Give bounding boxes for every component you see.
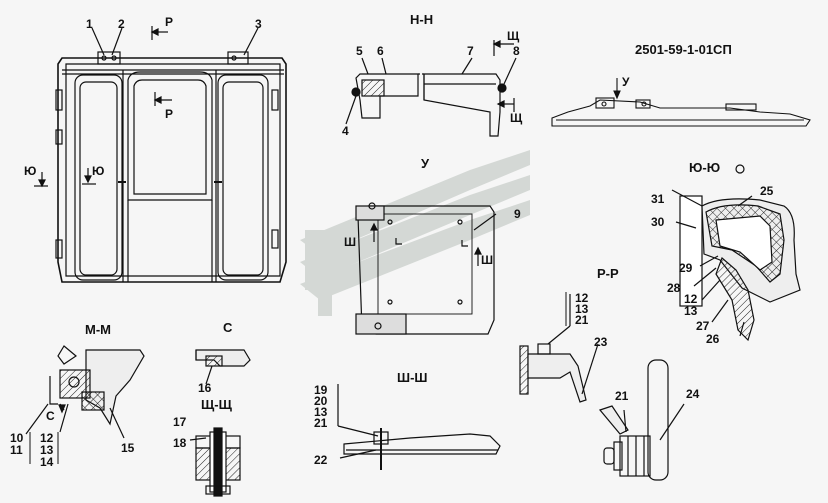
marker-shch-bottom: Щ xyxy=(510,111,523,125)
callout-3: 3 xyxy=(255,17,262,31)
title-section-c: С xyxy=(223,320,233,335)
marker-yu-left: Ю xyxy=(24,164,37,178)
callout-rulers xyxy=(29,292,567,464)
callout-8: 8 xyxy=(513,44,520,58)
callout-25: 25 xyxy=(760,184,774,198)
callout-30: 30 xyxy=(651,215,665,229)
callout-10: 10 xyxy=(10,431,24,445)
callout-31: 31 xyxy=(651,192,665,206)
door-frame-view xyxy=(34,26,287,283)
callout-s-13: 13 xyxy=(314,405,328,419)
strip-view-drawing xyxy=(551,78,811,127)
title-section-yuyu: Ю-Ю xyxy=(689,160,721,175)
section-rr-drawing xyxy=(519,294,599,403)
callout-y-12: 12 xyxy=(684,292,698,306)
callout-6: 6 xyxy=(377,44,384,58)
marker-u-arrow: У xyxy=(622,75,630,89)
title-section-shsh: Ш-Ш xyxy=(397,370,428,385)
marker-yu-mid: Ю xyxy=(92,164,105,178)
marker-shch-top: Щ xyxy=(507,29,520,43)
callout-s-21: 21 xyxy=(314,416,328,430)
section-c-drawing xyxy=(195,349,251,385)
title-section-hh: Н-Н xyxy=(410,12,434,27)
callout-s-19: 19 xyxy=(314,383,328,397)
section-shsh-drawing xyxy=(337,384,501,470)
section-mm-drawing xyxy=(25,345,145,439)
callout-24: 24 xyxy=(686,387,700,401)
callout-15: 15 xyxy=(121,441,135,455)
callout-2: 2 xyxy=(118,17,125,31)
title-section-mm: М-М xyxy=(85,322,111,337)
callout-18: 18 xyxy=(173,436,187,450)
watermark-logo xyxy=(300,150,530,316)
callout-mm-13: 13 xyxy=(40,443,54,457)
marker-p-mid: Р xyxy=(165,107,174,121)
callout-1: 1 xyxy=(86,17,93,31)
section-yuyu-drawing xyxy=(671,164,801,342)
callout-9: 9 xyxy=(514,207,521,221)
callout-r-12: 12 xyxy=(575,291,589,305)
callout-22: 22 xyxy=(314,453,328,467)
callout-4: 4 xyxy=(342,124,349,138)
title-section-shch: Щ-Щ xyxy=(201,397,232,412)
callout-23: 23 xyxy=(594,335,608,349)
callout-r-13: 13 xyxy=(575,302,589,316)
callout-11: 11 xyxy=(10,443,23,457)
callout-b-21: 21 xyxy=(615,389,629,403)
callout-r-21: 21 xyxy=(575,313,589,327)
callout-s-20: 20 xyxy=(314,394,328,408)
title-view-u: У xyxy=(421,156,430,171)
callout-17: 17 xyxy=(173,415,187,429)
marker-sh-right: Ш xyxy=(481,253,494,267)
marker-c: С xyxy=(46,409,55,423)
callout-5: 5 xyxy=(356,44,363,58)
marker-p-top: Р xyxy=(165,15,174,29)
callout-27: 27 xyxy=(696,319,710,333)
callout-7: 7 xyxy=(467,44,474,58)
section-shch-drawing xyxy=(189,427,241,497)
marker-sh-left: Ш xyxy=(344,235,357,249)
callout-y-13: 13 xyxy=(684,304,698,318)
callout-29: 29 xyxy=(679,261,693,275)
callout-mm-12: 12 xyxy=(40,431,54,445)
callout-28: 28 xyxy=(667,281,681,295)
view-u-drawing xyxy=(355,202,497,335)
bolt-detail-drawing xyxy=(598,359,685,481)
callout-mm-14: 14 xyxy=(40,455,54,469)
title-section-rr: Р-Р xyxy=(597,266,619,281)
doc-code: 2501-59-1-01СП xyxy=(635,42,732,57)
section-hh-drawing xyxy=(345,40,517,137)
callout-26: 26 xyxy=(706,332,720,346)
callout-16: 16 xyxy=(198,381,212,395)
